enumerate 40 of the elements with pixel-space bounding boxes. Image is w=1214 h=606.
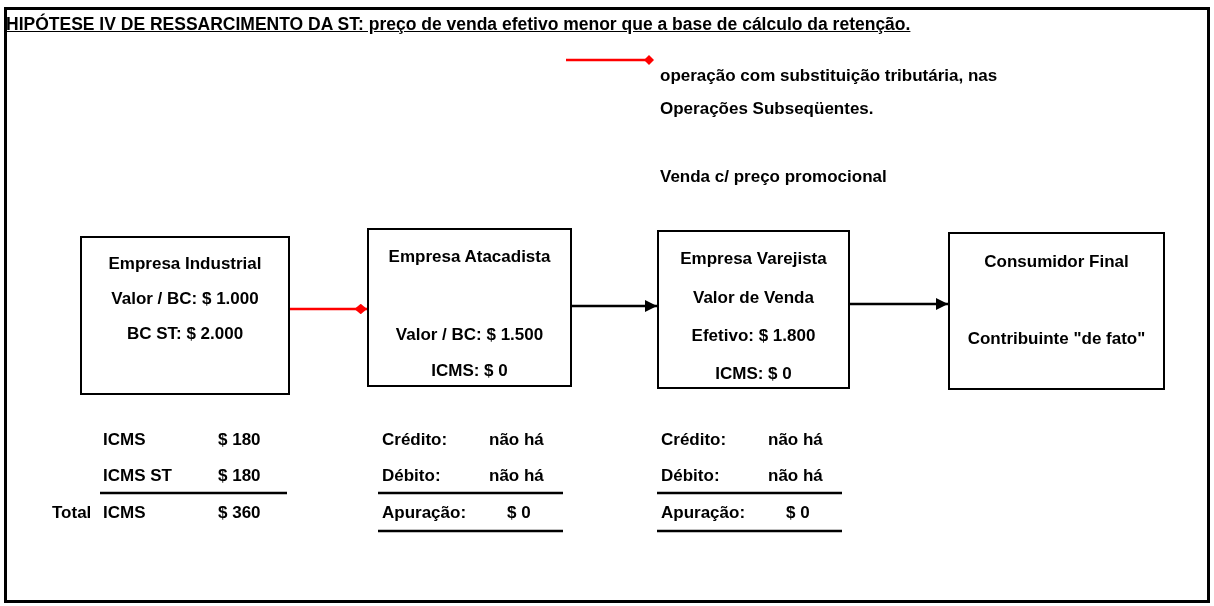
process-box — [367, 228, 572, 387]
table-text: $ 0 — [507, 503, 531, 523]
table-text: Débito: — [382, 466, 441, 486]
table-text: Crédito: — [382, 430, 448, 450]
table-text: Total — [52, 503, 92, 523]
box-text: ICMS: $ 0 — [714, 364, 793, 384]
legend-text: operação com substituição tributária, nas Operações Subseqüentes. — [660, 65, 999, 120]
box-text: ICMS: $ 0 — [430, 361, 509, 381]
box-text: Valor de Venda — [692, 288, 815, 308]
table-text: não há — [489, 466, 544, 486]
box-text: Valor / BC: $ 1.000 — [110, 289, 260, 309]
table-text: $ 0 — [786, 503, 810, 523]
table-text: $ 180 — [218, 466, 261, 486]
table-text: ICMS ST — [103, 466, 172, 486]
process-box — [948, 232, 1165, 390]
table-text: não há — [768, 430, 823, 450]
table-text: $ 360 — [218, 503, 261, 523]
box-heading: Consumidor Final — [983, 252, 1130, 272]
table-text: Crédito: — [661, 430, 727, 450]
table-text: Apuração: — [382, 503, 467, 523]
process-box — [657, 230, 850, 389]
table-text: $ 180 — [218, 430, 261, 450]
table-text: ICMS — [103, 503, 146, 523]
box-text: Valor / BC: $ 1.500 — [394, 325, 545, 345]
box-heading: Empresa Atacadista — [387, 247, 552, 267]
table-text: Apuração: — [661, 503, 746, 523]
process-box — [80, 236, 290, 395]
arrow — [850, 297, 948, 311]
table-text: ICMS — [103, 430, 146, 450]
box-text: Efetivo: $ 1.800 — [690, 326, 817, 346]
table-text: não há — [768, 466, 823, 486]
table-text: Débito: — [661, 466, 720, 486]
arrow — [572, 299, 657, 313]
title: HIPÓTESE IV DE RESSARCIMENTO DA ST: preço de venda efetivo menor que a base de cálculo da retenção. — [6, 14, 911, 34]
note-text: Venda c/ preço promocional — [660, 167, 887, 187]
box-text: BC ST: $ 2.000 — [125, 324, 245, 344]
box-heading: Empresa Industrial — [107, 254, 263, 274]
box-text: Contribuinte "de fato" — [966, 329, 1147, 349]
table-text: não há — [489, 430, 544, 450]
box-heading: Empresa Varejista — [679, 249, 828, 269]
